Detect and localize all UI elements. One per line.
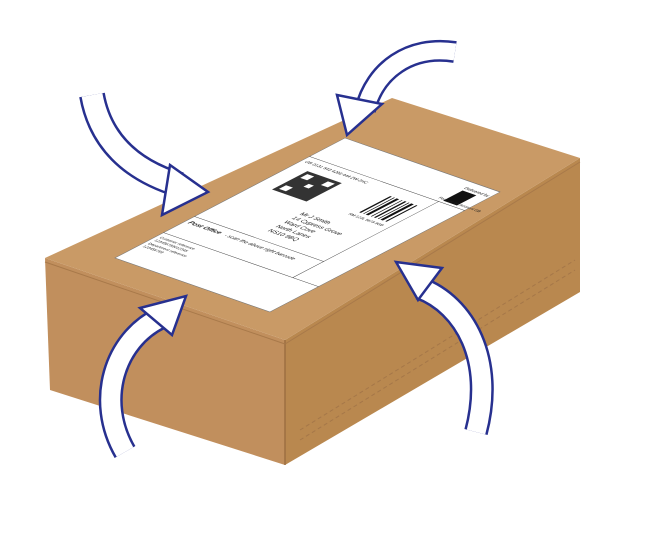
delivered-by: Delivered by: [462, 187, 492, 198]
box-left-face: [45, 258, 285, 465]
barcode: [359, 196, 418, 222]
arrow-top-left-icon: [79, 92, 211, 218]
carrier-logo: [443, 190, 477, 206]
arrow-bottom-left-icon: [98, 294, 188, 458]
shipping-label: GB 0131 543 4296 444 2W 2HC Delivered by…: [114, 137, 501, 313]
box-right-face: [285, 158, 580, 465]
department-reference: 123456789: [141, 245, 166, 254]
arrow-top-icon: [335, 39, 457, 138]
qr-code: [271, 171, 342, 202]
arrow-bottom-right-icon: [393, 260, 494, 436]
